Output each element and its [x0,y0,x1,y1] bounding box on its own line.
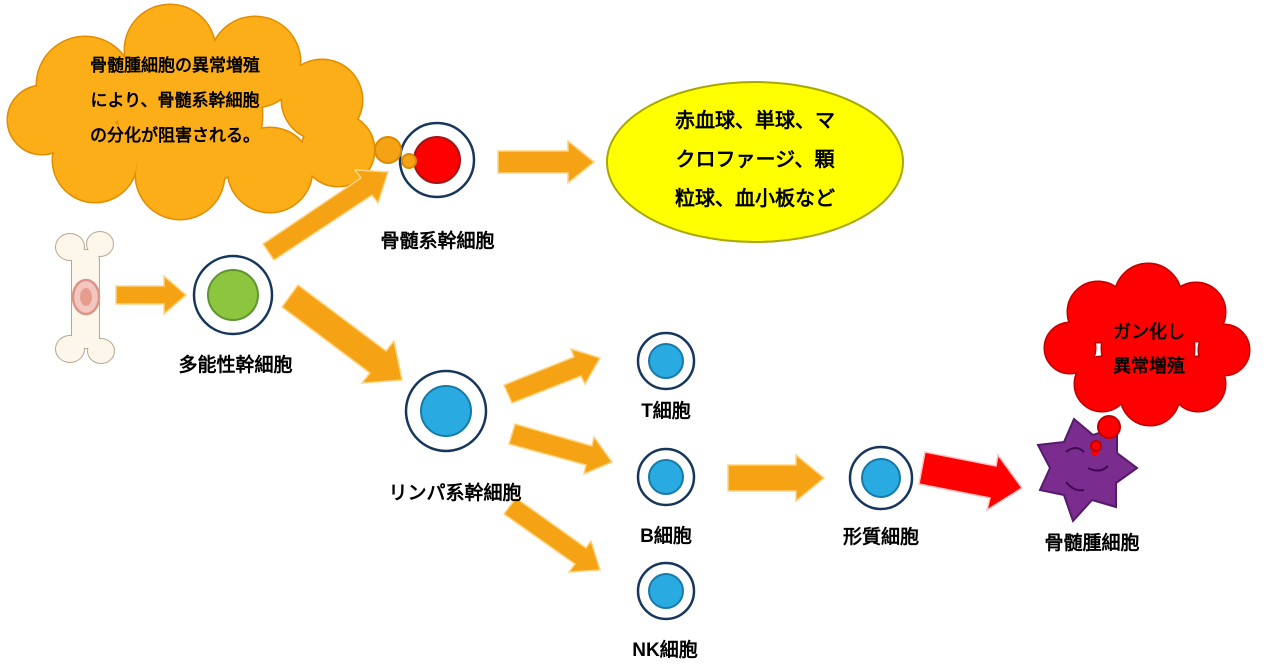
inhibition-line-1: 骨髄腫細胞の異常増殖 [90,56,260,75]
arrow-myeloid-to-products [497,139,596,185]
nk-cell [636,561,696,621]
products-line-2: クロファージ、顆 [675,149,835,171]
arrow-lymphoid-to-b [508,423,614,476]
arrow-lymphoid-to-t [502,347,602,404]
bone-marrow-core [80,288,92,306]
orange-arrows [115,139,826,573]
cancer-line-2: 異常増殖 [1113,356,1185,376]
bone-icon [55,231,115,364]
nk-cell-label: NK細胞 [632,640,698,661]
b-cell [636,447,696,507]
myeloma-cell-label: 骨髄腫細胞 [1044,533,1140,554]
myeloma-cell [1036,417,1139,523]
lymphoid-stem-cell-label: リンパ系幹細胞 [388,483,522,504]
arrow-plasma-to-myeloma [918,451,1024,512]
myeloma-texture [1065,447,1109,492]
b-cell-label: B細胞 [640,526,692,547]
products-line-3: 粒球、血小板など [675,188,835,210]
plasma-cell-label: 形質細胞 [842,527,919,548]
arrow-lymphoid-to-nk [502,496,601,573]
cancer-cloud-text: ガン化し 異常増殖 [1073,315,1225,383]
arrow-bone-to-pluripotent [115,274,188,316]
pluripotent-stem-cell-label: 多能性幹細胞 [178,355,293,376]
plasma-cell [848,445,914,511]
arrow-b-to-plasma [727,453,826,503]
products-ellipse [606,81,904,243]
products-line-1: 赤血球、単球、マ [675,110,835,132]
myeloid-stem-cell-label: 骨髄系幹細胞 [380,231,495,252]
t-cell-label: T細胞 [641,401,691,422]
arrow-pluripotent-to-myeloid [261,169,390,262]
inhibition-line-3: の分化が阻害される。 [90,126,260,145]
budding-cells [374,136,417,169]
cancer-line-1: ガン化し [1113,322,1185,342]
lymphoid-cell [404,369,488,453]
inhibition-line-2: により、骨髄系幹細胞 [90,91,260,110]
products-ellipse-text: 赤血球、単球、マ クロファージ、顆 粒球、血小板など [628,102,882,219]
pluripotent-cell [192,254,274,336]
t-cell [636,331,696,391]
myeloid-cell [398,121,476,199]
inhibition-cloud-text: 骨髄腫細胞の異常増殖 により、骨髄系幹細胞 の分化が阻害される。 [45,48,305,153]
thought-bubble-trail [1090,415,1121,452]
arrow-pluripotent-to-lymphoid [280,283,403,384]
